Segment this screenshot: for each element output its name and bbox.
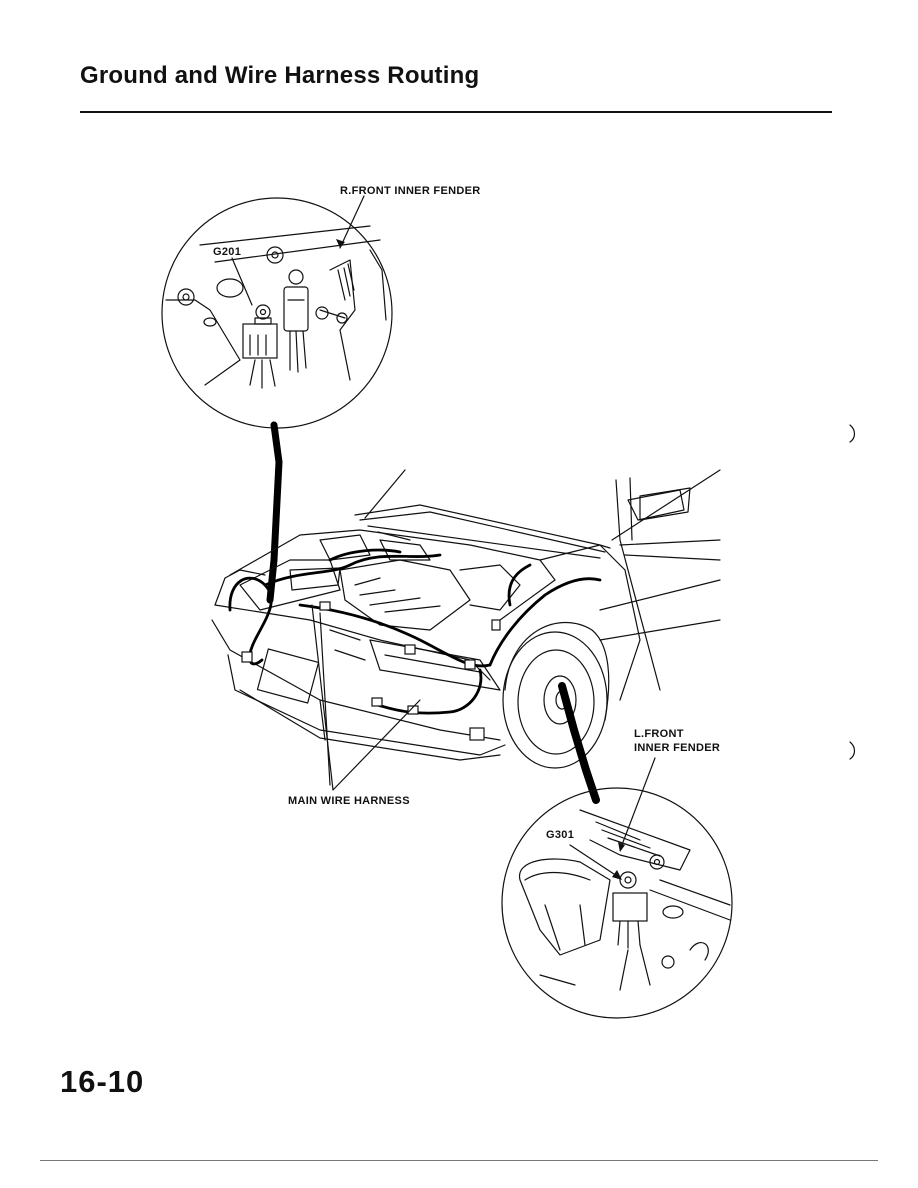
main-wire-harness-label: MAIN WIRE HARNESS [288, 795, 410, 807]
page-number: 16-10 [60, 1064, 145, 1099]
footer-rule [40, 1160, 878, 1161]
car-front-illustration [211, 469, 721, 769]
r-front-inner-fender-label: R.FRONT INNER FENDER [340, 185, 481, 197]
page-title: Ground and Wire Harness Routing [80, 62, 480, 89]
g301-label: G301 [546, 829, 575, 841]
main-wire-harness-path [228, 548, 602, 741]
title-rule [80, 111, 832, 113]
l-front-label: L.FRONT [634, 728, 684, 740]
g201-label: G201 [213, 246, 242, 258]
inner-fender-label: INNER FENDER [634, 742, 721, 754]
g201-detail-inset [161, 195, 393, 429]
g301-detail-inset [501, 757, 733, 1019]
